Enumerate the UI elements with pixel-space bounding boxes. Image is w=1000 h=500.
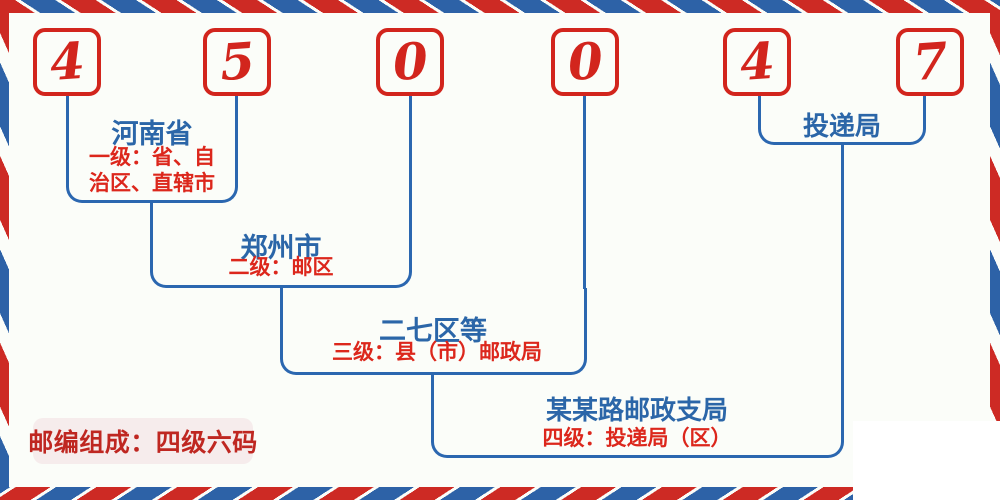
label-delivery-name: 投递局 [802,111,882,141]
label-branch-desc: 四级：投递局（区） [542,427,732,450]
digit-box-1: 4 [33,28,101,96]
label-province-desc-line2: 治区、直辖市 [89,172,215,195]
bracket-delivery [758,96,926,145]
postal-code-composition-badge-label: 邮编组成：四级六码 [28,429,258,457]
digit-box-4: 0 [551,28,619,96]
label-province-name: 河南省 [111,119,193,149]
bracket-branch [431,375,844,458]
digit-box-6: 7 [896,28,964,96]
label-district-desc: 三级：县（市）邮政局 [332,341,542,364]
envelope-stripe-border-bottom [0,487,1000,500]
digit-4: 0 [565,30,605,93]
connector-line-digit3 [409,96,412,204]
bracket-province [66,96,238,203]
label-district-name: 二七区等 [379,316,487,346]
postal-code-composition-badge: 邮编组成：四级六码 [28,418,257,464]
digit-box-2: 5 [203,28,271,96]
envelope-stripe-border-right [990,0,1000,500]
connector-line-digit4 [583,96,586,289]
label-province-desc-line1: 一级：省、自 [89,146,215,169]
bracket-city [150,203,412,288]
envelope-stripe-border-top [0,0,1000,13]
digit-2: 5 [217,30,257,93]
watermark-cover [853,421,1000,500]
label-city-name: 郑州市 [240,233,322,263]
connector-line-delivery-drop [841,145,844,376]
digit-6: 7 [910,30,950,93]
digit-5: 4 [737,30,777,93]
label-province-desc: 一级：省、自 治区、直辖市 [89,145,215,197]
label-city-desc: 二级：邮区 [228,256,334,279]
digit-box-3: 0 [376,28,444,96]
digit-1: 4 [47,30,87,93]
envelope-stripe-border-left [0,0,9,500]
digit-box-5: 4 [723,28,791,96]
digit-3: 0 [390,30,430,93]
label-branch-name: 某某路邮政支局 [545,395,729,425]
bracket-district [280,288,587,375]
